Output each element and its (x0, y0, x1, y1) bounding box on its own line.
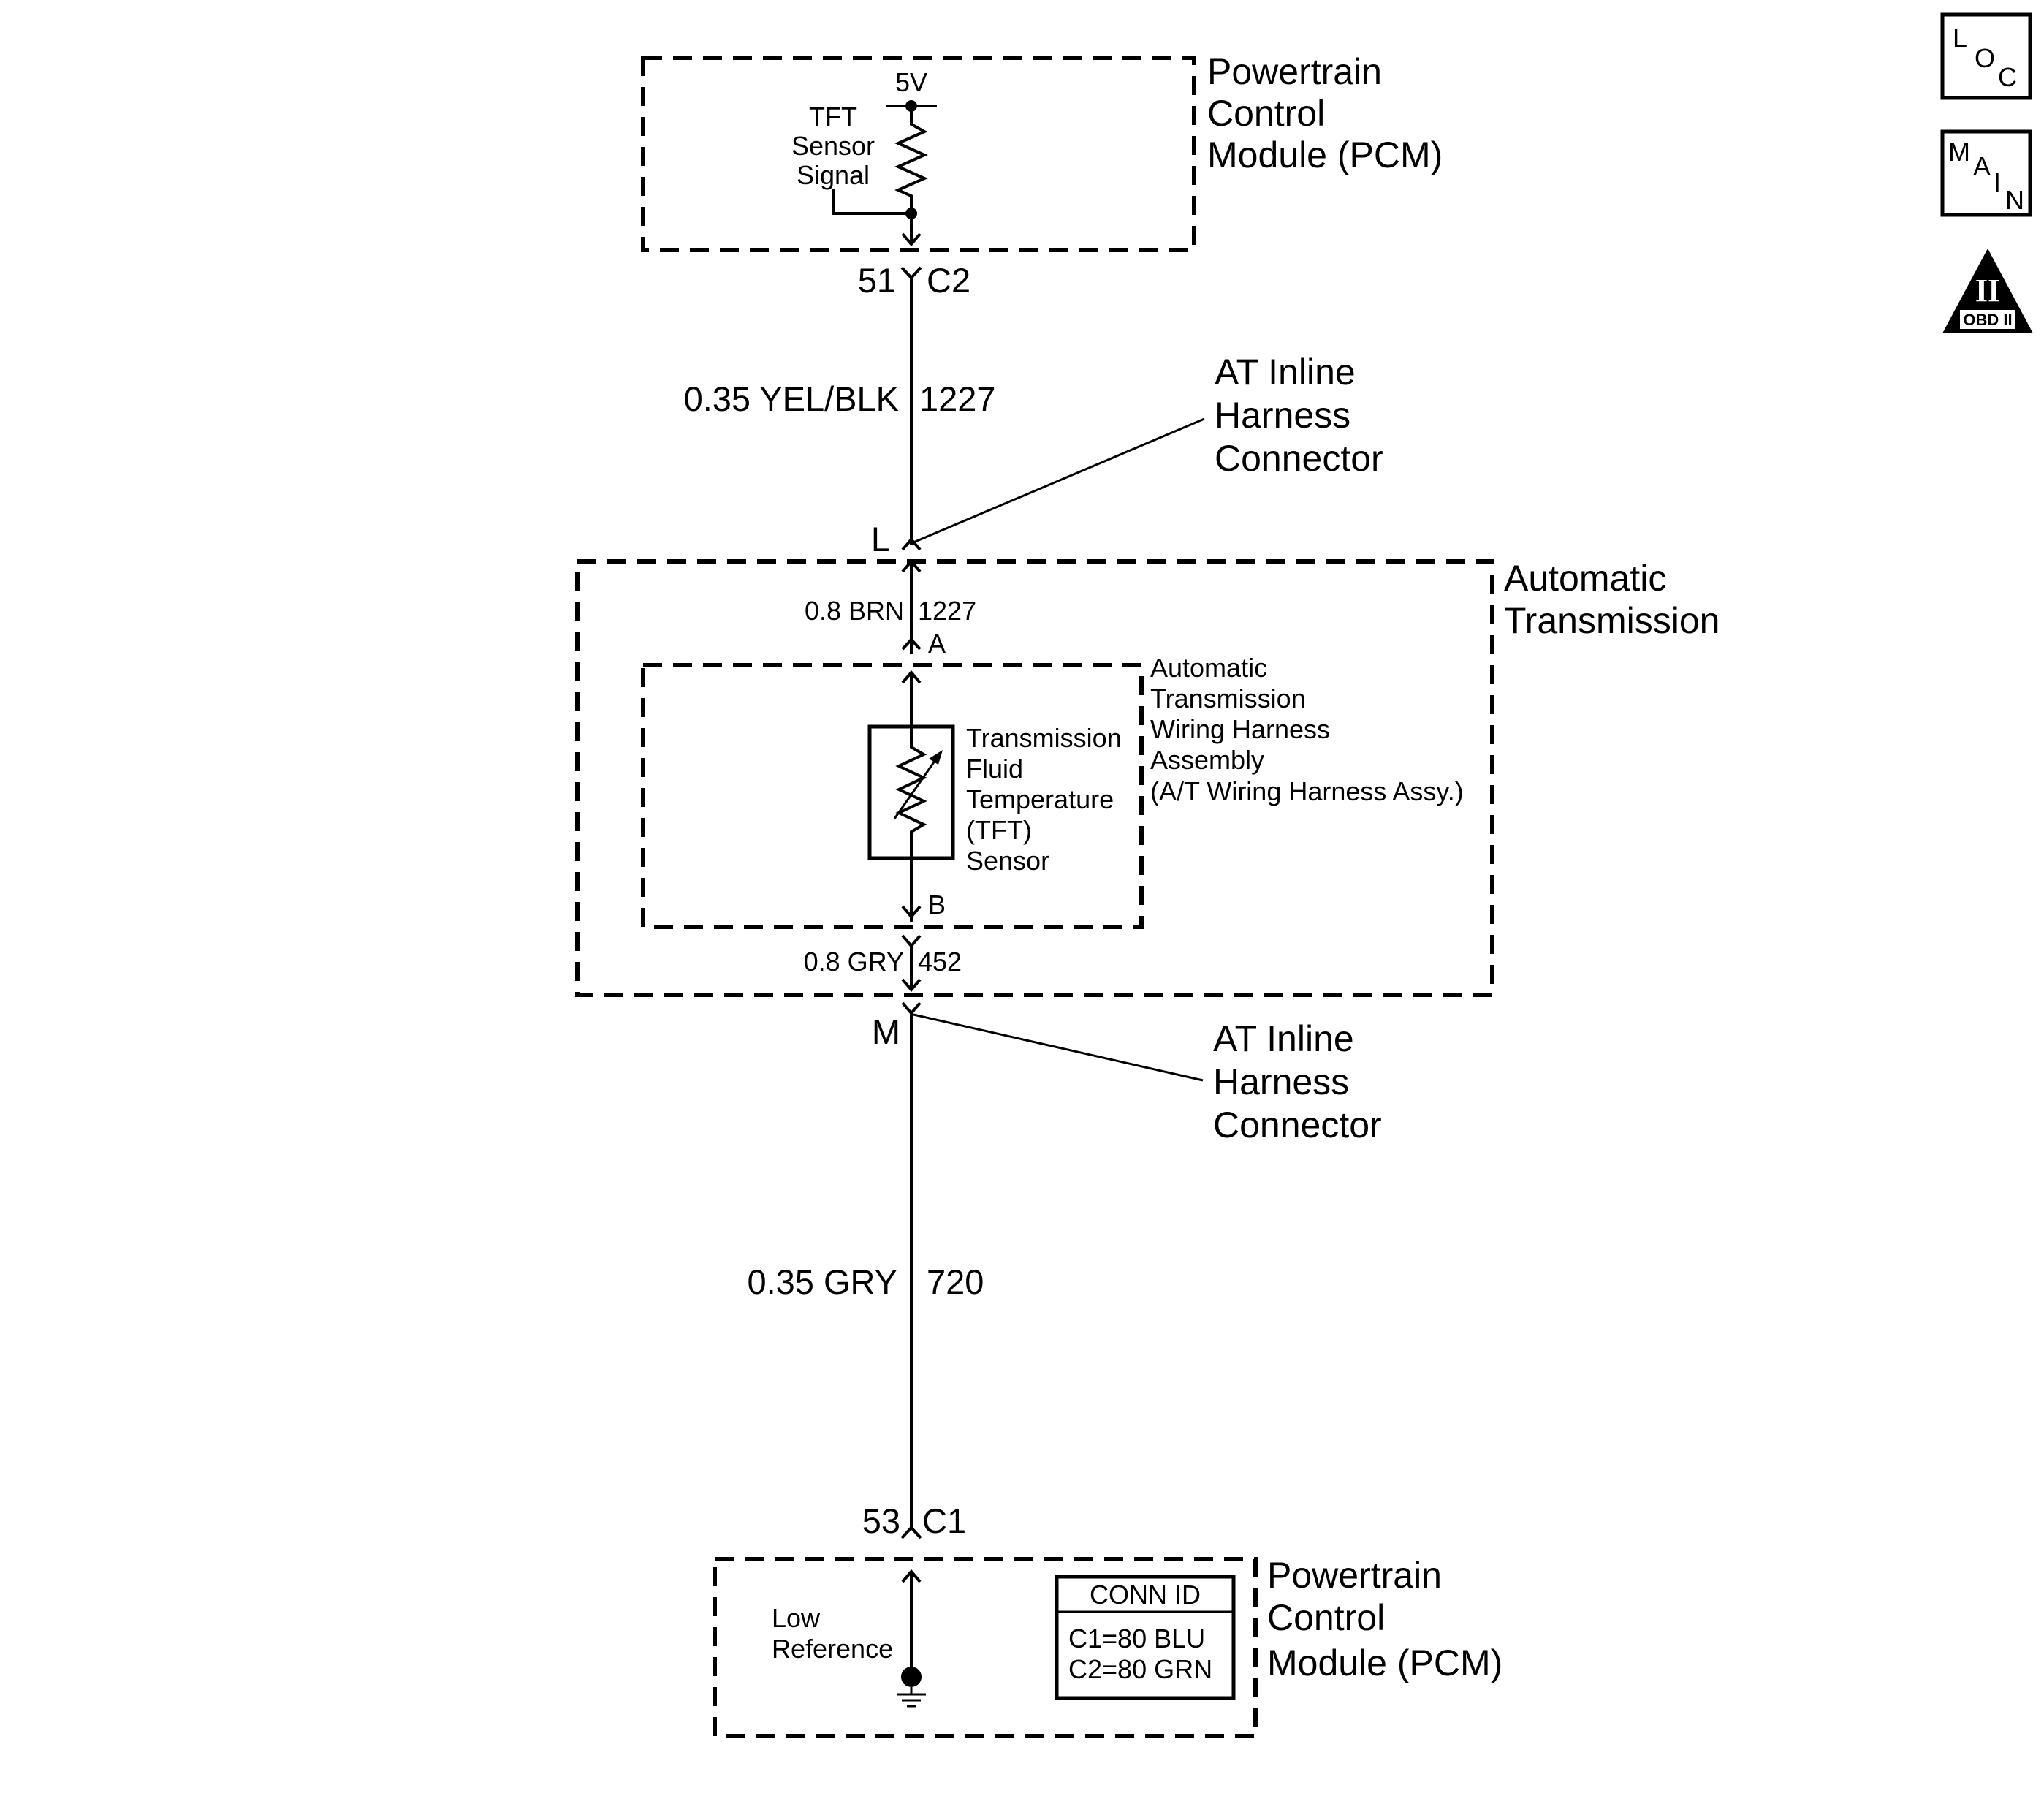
wire-brn-circuit: 1227 (918, 596, 976, 626)
harness-label-2: Transmission (1150, 683, 1306, 713)
obd-label-plate (1960, 310, 2015, 329)
connector-c2: 51 C2 (858, 261, 970, 300)
signal-label-3: Signal (797, 160, 870, 190)
pin-a-icon (901, 637, 922, 651)
harness-label-4: Assembly (1150, 745, 1264, 775)
transmission-boundary (575, 559, 1494, 997)
conn-id-frame (1055, 1575, 1236, 1700)
thermistor-icon (895, 727, 927, 858)
tft-sensor: Transmission Fluid Temperature (TFT) Sen… (867, 723, 1122, 876)
pcm-bottom-label-3: Module (PCM) (1267, 1642, 1502, 1683)
signal-label-1: TFT (809, 102, 857, 132)
loc-letter-o: O (1975, 43, 1995, 73)
inline-connector-m: M AT Inline Harness Connector (872, 1001, 1382, 1145)
c2-pin: 51 (858, 261, 896, 300)
obd-ii-button[interactable]: II OBD II (1942, 249, 2033, 333)
low-ref-node (901, 1667, 922, 1687)
wire-gry-short-circuit: 452 (918, 947, 962, 977)
conn-id-title: CONN ID (1090, 1580, 1201, 1610)
connector-l-label-1: AT Inline (1215, 352, 1356, 393)
conn-id-row-1: C1=80 BLU (1068, 1623, 1205, 1653)
c2-id: C2 (927, 261, 970, 300)
main-letter-i: I (1994, 167, 2001, 197)
inline-connector-l: L AT Inline Harness Connector (871, 352, 1383, 558)
thermistor-arrowhead-icon (929, 750, 943, 765)
main-letter-n: N (2005, 185, 2024, 215)
signal-label-2: Sensor (791, 131, 875, 161)
c2-arrow-icon (901, 232, 922, 247)
pin-b-icon (901, 905, 922, 920)
c1-terminal-icon (900, 1526, 922, 1539)
automatic-transmission: Automatic Transmission 0.8 BRN 1227 A Au… (575, 558, 1720, 997)
pcm-top-boundary (641, 56, 1196, 252)
tft-label-1: Transmission (966, 723, 1122, 753)
supply-voltage: 5V (895, 67, 927, 97)
loc-button[interactable]: L O C (1940, 12, 2032, 100)
conn-id-row-2: C2=80 GRN (1068, 1654, 1212, 1684)
thermistor-variable-arrow (893, 755, 940, 819)
main-letter-m: M (1948, 137, 1970, 167)
connector-m-icon (901, 1001, 922, 1016)
pin-a-label: A (928, 629, 946, 659)
conn-id-table: CONN ID C1=80 BLU C2=80 GRN (1055, 1575, 1236, 1700)
tft-label-5: Sensor (966, 846, 1049, 876)
c2-terminal-icon (900, 266, 922, 280)
tft-label-2: Fluid (966, 754, 1023, 784)
low-ref-label-1: Low (772, 1603, 821, 1633)
connector-m-inner-icon (901, 978, 922, 993)
pcm-top: Powertrain Control Module (PCM) 5V TFT S… (641, 51, 1443, 252)
ground-icon (897, 1687, 926, 1708)
wire-upper-spec: 0.35 YEL/BLK (684, 379, 899, 418)
main-letter-a: A (1973, 151, 1991, 181)
connector-m-label-3: Connector (1213, 1104, 1382, 1145)
wire-lower-spec: 0.35 GRY (747, 1262, 897, 1301)
connector-l-label-2: Harness (1215, 395, 1350, 436)
wire-upper-circuit: 1227 (919, 379, 996, 418)
main-button[interactable]: M A I N (1940, 129, 2032, 217)
wire-brn-spec: 0.8 BRN (805, 596, 904, 626)
wire-gry-short-spec: 0.8 GRY (804, 947, 904, 977)
transmission-label-2: Transmission (1504, 600, 1720, 641)
harness-label-1: Automatic (1150, 653, 1267, 683)
harness-bottom-terminal-icon (901, 934, 922, 949)
connector-l-leader (913, 417, 1205, 544)
harness-label-3: Wiring Harness (1150, 714, 1330, 744)
connector-l-pin: L (871, 520, 890, 558)
harness-assembly-boundary (641, 663, 1144, 929)
pcm-top-label-3: Module (PCM) (1207, 134, 1443, 175)
c1-id: C1 (922, 1501, 966, 1540)
signal-tap (832, 189, 911, 215)
connector-m-label-1: AT Inline (1213, 1018, 1354, 1059)
connector-m-leader (913, 1013, 1204, 1082)
pcm-top-label-2: Control (1207, 93, 1325, 134)
pullup-resistor-icon (894, 106, 928, 213)
connector-c1: 53 C1 (862, 1501, 966, 1540)
loc-letter-l: L (1953, 23, 1967, 53)
obd-label: OBD II (1963, 311, 2012, 329)
pcm-bottom-label-2: Control (1267, 1597, 1385, 1638)
obd-numeral: II (1975, 273, 2000, 308)
pcm-bottom-boundary (713, 1557, 1258, 1738)
tft-label-4: (TFT) (966, 815, 1032, 845)
low-ref-label-2: Reference (772, 1634, 893, 1664)
wire-lower-circuit: 720 (927, 1262, 984, 1301)
loc-letter-c: C (1998, 62, 2017, 92)
pcm-bottom: Powertrain Control Module (PCM) Low Refe… (713, 1555, 1502, 1738)
connector-m-pin: M (872, 1012, 900, 1051)
connector-m-label-2: Harness (1213, 1061, 1349, 1102)
pcm-top-label-1: Powertrain (1207, 51, 1382, 92)
pcm-bottom-label-1: Powertrain (1267, 1555, 1442, 1596)
transmission-label-1: Automatic (1504, 558, 1666, 599)
connector-l-label-3: Connector (1215, 438, 1383, 479)
pin-b-label: B (928, 890, 946, 920)
c1-pin: 53 (862, 1501, 900, 1540)
harness-label-5: (A/T Wiring Harness Assy.) (1150, 776, 1464, 806)
connector-l-icon (901, 537, 922, 551)
tft-label-3: Temperature (966, 784, 1114, 814)
